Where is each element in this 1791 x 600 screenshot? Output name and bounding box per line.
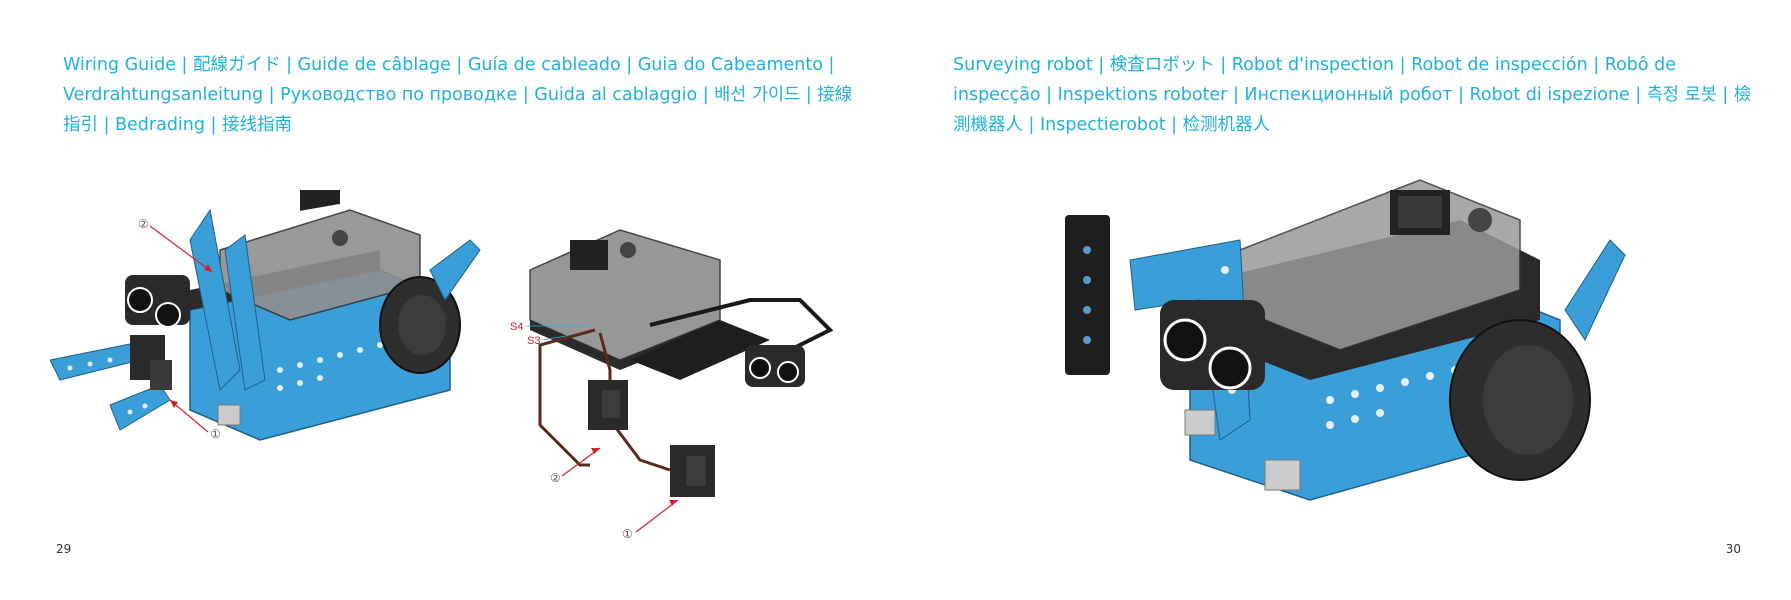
wiring-callout-1: ① (622, 527, 633, 541)
left-page: Wiring Guide | 配線ガイド | Guide de câblage … (0, 0, 895, 600)
page-number-right: 30 (1725, 542, 1741, 556)
wiring-diagram-illustration: S4 S3 ② ① (510, 229, 834, 541)
surveying-robot-heading: Surveying robot | 検査ロボット | Robot d'inspe… (953, 55, 1752, 135)
wiring-guide-heading: Wiring Guide | 配線ガイド | Guide de câblage … (63, 55, 853, 135)
robot-callout-1: ① (210, 427, 221, 441)
robot-callout-2: ② (138, 217, 149, 231)
robot-with-gripper-illustration: ② ① (50, 190, 481, 441)
port-s3-label: S3 (527, 335, 540, 347)
port-s4-label: S4 (510, 321, 523, 333)
surveying-robot-illustration (1065, 179, 1626, 501)
page-number-left: 29 (56, 542, 72, 556)
wiring-callout-2: ② (550, 471, 561, 485)
right-page: Surveying robot | 検査ロボット | Robot d'inspe… (895, 0, 1791, 600)
